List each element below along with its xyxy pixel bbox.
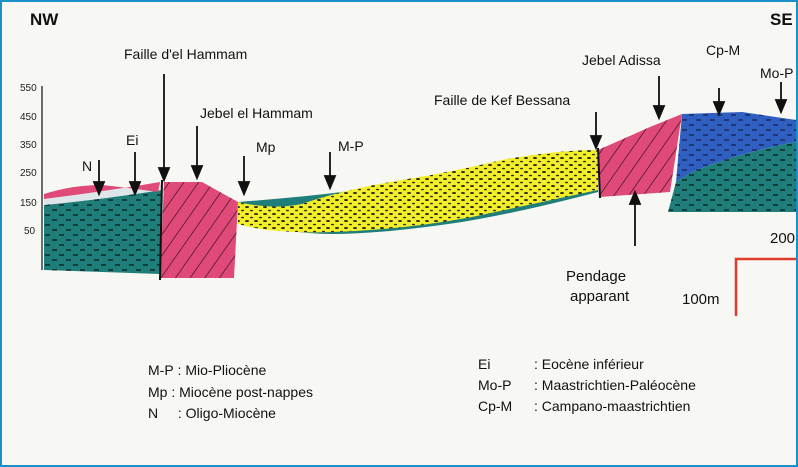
legend-sep: : [174,405,186,421]
label-ei: Ei [126,132,138,148]
se-label: SE [770,10,793,30]
label-m-p: M-P [338,138,364,154]
legend-row-n: N : Oligo-Miocène [148,405,276,421]
nw-label: NW [30,10,58,30]
legend-code: M-P [148,362,174,378]
legend-code: N [148,405,174,421]
elevation-tick-550: 550 [20,83,37,94]
legend-sep: : [174,362,186,378]
legend-row-mo-p: Mo-P: Maastrichtien-Paléocène [478,377,696,393]
legend-desc: Miocène post-nappes [179,384,313,400]
legend-sep: : [534,356,542,372]
elevation-tick-450: 450 [20,112,37,123]
legend-code: Mp [148,384,167,400]
pink-block-adissa-hatch [598,114,682,197]
legend-sep: : [167,384,179,400]
legend-code: Mo-P [478,377,534,393]
legend-row-cp-m: Cp-M: Campano-maastrichtien [478,398,690,414]
label-n: N [82,158,92,174]
legend-row-m-p: M-P : Mio-Pliocène [148,362,266,378]
scale-horizontal-label: 100m [682,291,720,308]
legend-sep: : [534,398,542,414]
legend-desc: Campano-maastrichtien [542,398,691,414]
legend-desc: Oligo-Miocène [186,405,276,421]
elevation-tick-250: 250 [20,168,37,179]
legend-row-mp: Mp : Miocène post-nappes [148,384,313,400]
legend-code: Ei [478,356,534,372]
legend-row-ei: Ei: Eocène inférieur [478,356,644,372]
label-faille-hammam: Faille d'el Hammam [124,46,247,62]
label-cp-m: Cp-M [706,42,740,58]
label-jebel-adissa: Jebel Adissa [582,52,661,68]
legend-sep: : [534,377,542,393]
label-pendage: Pendage [566,268,626,285]
scale-bar [736,259,796,316]
elevation-tick-150: 150 [20,198,37,209]
label-mo-p: Mo-P [760,65,793,81]
label-faille-kef: Faille de Kef Bessana [434,92,570,108]
label-apparant: apparant [570,288,629,305]
legend-desc: Maastrichtien-Paléocène [542,377,696,393]
legend-code: Cp-M [478,398,534,414]
elevation-tick-50: 50 [24,226,35,237]
elevation-tick-350: 350 [20,140,37,151]
scale-vertical-label: 200m [770,230,798,247]
pink-block-hammam-hatch [160,182,238,278]
yellow-mio-pliocene-dots [238,150,598,232]
label-jebel-hammam: Jebel el Hammam [200,105,313,121]
label-mp: Mp [256,139,275,155]
legend-desc: Eocène inférieur [542,356,644,372]
legend-desc: Mio-Pliocène [185,362,266,378]
